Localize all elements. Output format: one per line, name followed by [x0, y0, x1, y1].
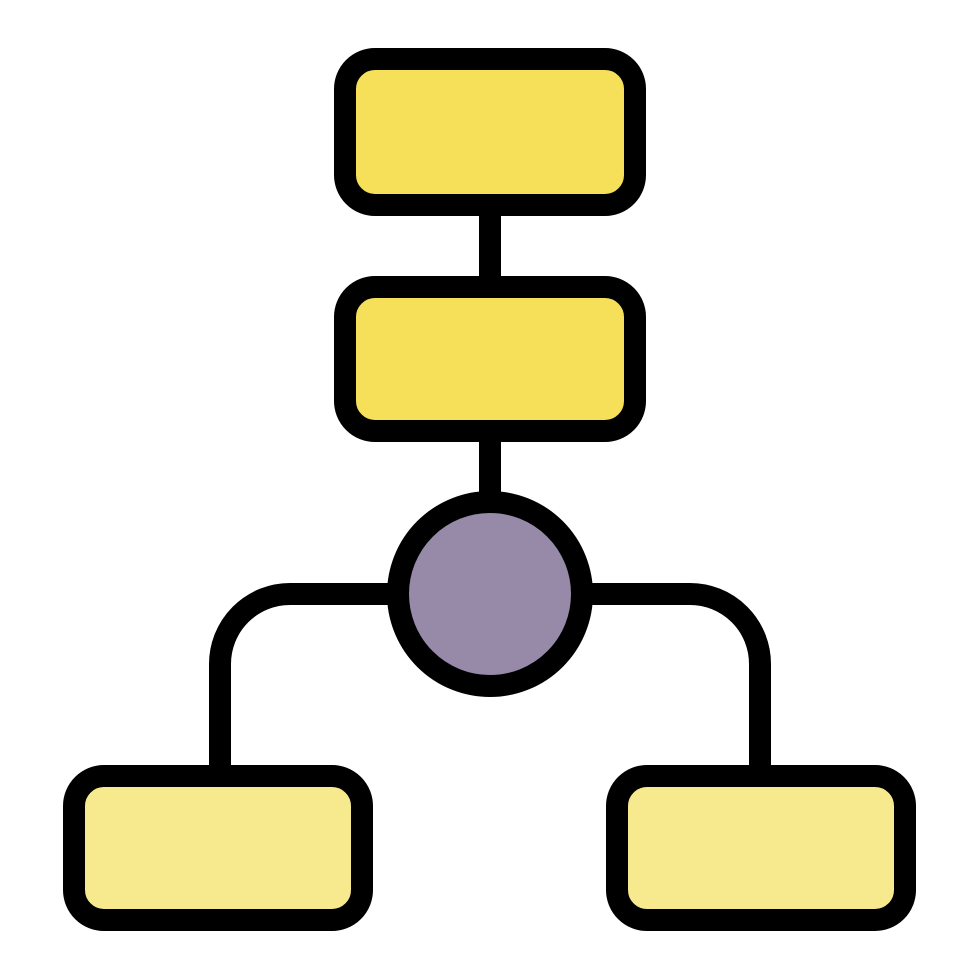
connector-junction-to-right-leaf — [582, 583, 771, 776]
top-node — [334, 48, 646, 216]
middle-node — [334, 276, 646, 442]
right-leaf-node — [606, 765, 916, 931]
junction-node — [387, 491, 593, 697]
left-leaf-node — [63, 765, 373, 931]
connector-junction-to-left-leaf — [209, 583, 398, 776]
